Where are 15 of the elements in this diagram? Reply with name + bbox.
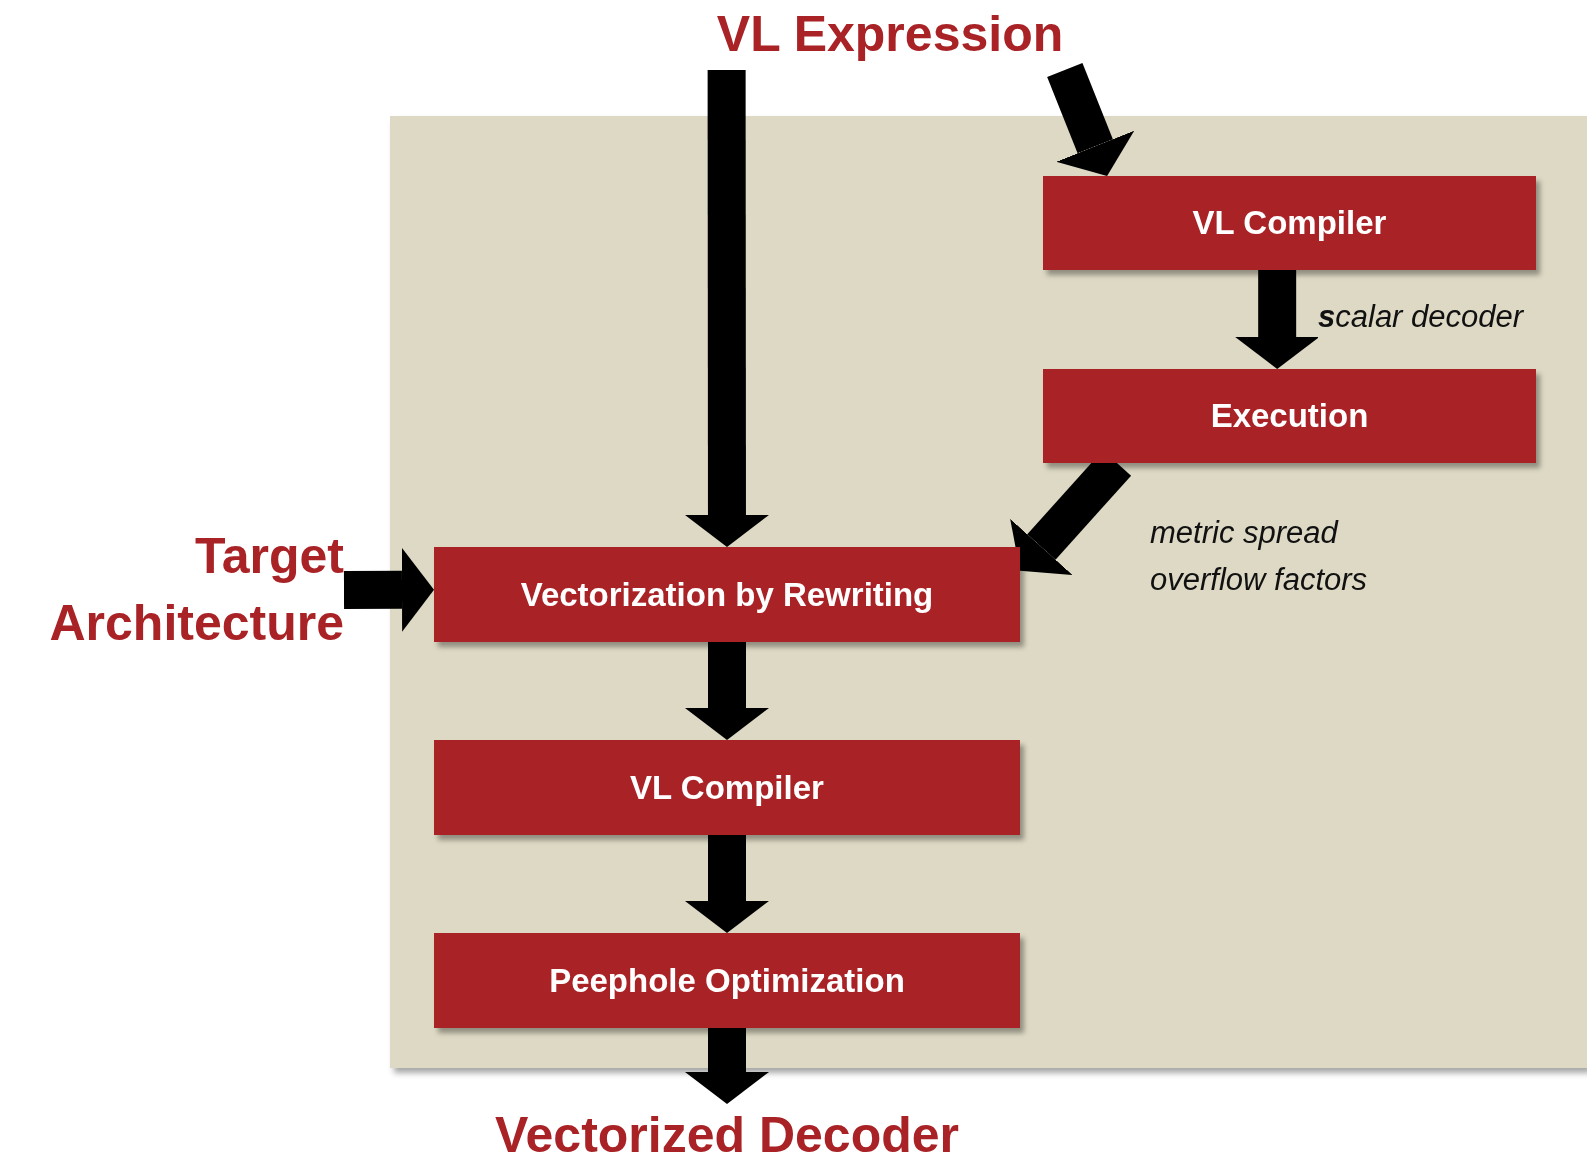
input-label: Target Architecture <box>48 526 344 653</box>
block-arrow <box>685 835 769 933</box>
process-box: Vectorization by Rewriting <box>434 547 1020 642</box>
process-box: Execution <box>1043 369 1536 463</box>
block-arrow <box>685 642 769 740</box>
block-arrow <box>1235 270 1320 369</box>
process-box: VL Compiler <box>434 740 1020 835</box>
panel-background <box>390 116 1587 1068</box>
title-text: Vectorized Decoder <box>494 1106 960 1166</box>
title-text: VL Expression <box>716 5 1064 65</box>
process-box: VL Compiler <box>1043 176 1536 270</box>
block-arrow <box>343 547 434 632</box>
block-arrow <box>685 1028 769 1104</box>
block-arrow <box>684 70 769 547</box>
process-box: Peephole Optimization <box>434 933 1020 1028</box>
